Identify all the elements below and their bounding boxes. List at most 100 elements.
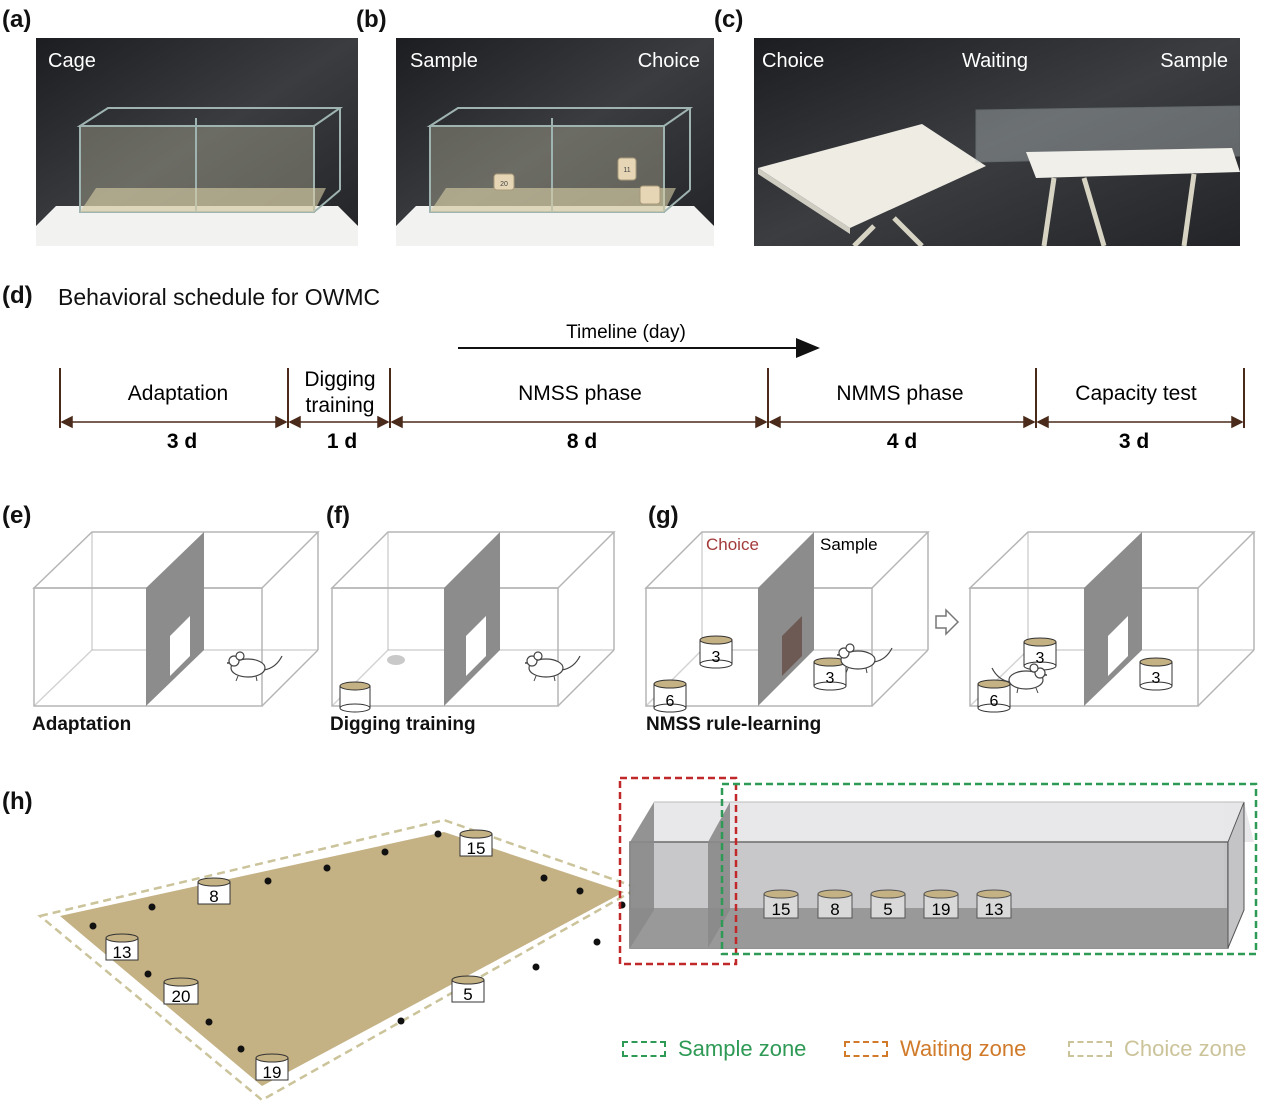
panel-label-f: (f): [326, 502, 350, 529]
panel-label-h: (h): [2, 788, 33, 815]
phase-name: Adaptation: [128, 382, 228, 405]
cup-choice-front: 6: [977, 679, 1011, 713]
cup-number: 11: [623, 167, 630, 174]
panel-label-e: (e): [2, 502, 32, 529]
cup-choice-back: 3: [699, 635, 733, 669]
svg-text:15: 15: [467, 839, 486, 858]
panel-label-b: (b): [356, 6, 387, 33]
box-adaptation: [32, 531, 320, 707]
panel-label-g: (g): [648, 502, 679, 529]
choice-cup: 15: [459, 829, 493, 858]
photo-caption-sample: Sample: [410, 50, 478, 72]
svg-text:8: 8: [830, 900, 839, 919]
phase-dividers: [59, 368, 1245, 428]
phase-spans: [60, 415, 1244, 429]
phase-name: Digging: [304, 368, 375, 391]
choice-cup: 13: [105, 933, 139, 962]
legend-swatch: [622, 1041, 666, 1057]
phase-name: training: [306, 394, 375, 417]
schedule-timeline: Timeline (day) Adaptation Digging traini…: [59, 322, 1245, 453]
photo-sample-choice: 20 11 Sample Choice: [396, 38, 714, 246]
svg-text:15: 15: [772, 900, 791, 919]
svg-text:3: 3: [826, 670, 835, 687]
phase-duration: 1 d: [327, 430, 357, 453]
photo-apparatus-art: [754, 38, 1240, 246]
cup-number: 20: [500, 181, 508, 188]
phase-duration: 3 d: [1119, 430, 1149, 453]
task-schematics: Choice Sample 3 6 3: [32, 531, 1256, 713]
svg-text:19: 19: [263, 1063, 282, 1082]
digging-cup: [339, 681, 371, 713]
choice-cup: 8: [197, 877, 231, 906]
phase-name: NMMS phase: [836, 382, 963, 405]
legend-text: Waiting zone: [900, 1036, 1027, 1061]
panel-label-a: (a): [2, 6, 32, 33]
sample-cup: 19: [923, 889, 959, 919]
box-nmss-choice: 3 6 3: [968, 531, 1256, 713]
photo-cage: Cage: [36, 38, 358, 246]
photo-sample-choice-art: 20 11: [396, 38, 714, 246]
svg-text:5: 5: [463, 985, 472, 1004]
photo-caption-choice: Choice: [637, 50, 700, 72]
next-step-arrow-icon: [935, 608, 960, 636]
legend-text: Sample zone: [678, 1036, 807, 1061]
phase-duration: 3 d: [167, 430, 197, 453]
legend-text: Choice zone: [1124, 1036, 1247, 1061]
svg-text:5: 5: [883, 900, 892, 919]
choice-label: Choice: [706, 535, 759, 554]
photo-caption-sample: Sample: [1160, 50, 1228, 72]
svg-text:20: 20: [172, 987, 191, 1006]
svg-text:13: 13: [985, 900, 1004, 919]
sample-cup: 8: [817, 889, 853, 919]
legend-choice-zone: Choice zone: [1068, 1036, 1246, 1062]
platform-holes: [89, 830, 626, 1053]
sample-cup: 15: [763, 889, 799, 919]
caption-nmss-rule-learning: NMSS rule-learning: [646, 714, 822, 735]
phase-name: NMSS phase: [518, 382, 642, 405]
cup-choice-back: 3: [1023, 637, 1057, 671]
waiting-zone-outline: [618, 776, 738, 966]
cup-sample: 3: [813, 657, 847, 691]
sample-zone-outline: [720, 782, 1258, 956]
sample-cup: 5: [870, 889, 906, 919]
photo-apparatus: Choice Waiting Sample: [754, 38, 1240, 246]
photo-caption: Cage: [48, 50, 96, 72]
svg-text:6: 6: [990, 693, 999, 710]
svg-text:3: 3: [1036, 650, 1045, 667]
cup-choice-front: 6: [653, 679, 687, 713]
phase-name: Capacity test: [1075, 382, 1197, 405]
sample-label: Sample: [820, 535, 878, 554]
choice-cup: 20: [163, 977, 199, 1006]
svg-text:3: 3: [1152, 670, 1161, 687]
choice-cup: 5: [451, 975, 485, 1004]
photo-caption-waiting: Waiting: [962, 50, 1028, 72]
legend-waiting-zone: Waiting zone: [844, 1036, 1026, 1062]
legend-sample-zone: Sample zone: [622, 1036, 806, 1062]
sample-cup: 13: [976, 889, 1012, 919]
svg-text:19: 19: [932, 900, 951, 919]
schedule-title: Behavioral schedule for OWMC: [58, 284, 381, 310]
panel-label-d: (d): [2, 282, 33, 309]
svg-text:6: 6: [666, 693, 675, 710]
phase-duration: 8 d: [567, 430, 597, 453]
panel-label-c: (c): [714, 6, 744, 33]
phase-duration: 4 d: [887, 430, 917, 453]
caption-digging-training: Digging training: [330, 714, 476, 735]
photo-caption-choice: Choice: [762, 50, 825, 72]
photo-cage-art: [36, 38, 358, 246]
legend-swatch: [1068, 1041, 1112, 1057]
timeline-label: Timeline (day): [566, 322, 686, 343]
svg-text:13: 13: [113, 943, 132, 962]
choice-platform: [60, 832, 624, 1086]
cup-sample: 3: [1139, 657, 1173, 691]
caption-adaptation: Adaptation: [32, 714, 132, 735]
choice-cup: 19: [255, 1053, 289, 1082]
legend-swatch: [844, 1041, 888, 1057]
choice-zone-outline: [37, 818, 642, 1102]
box-nmss-sample: Choice Sample 3 6 3: [644, 531, 930, 713]
svg-text:3: 3: [712, 649, 721, 666]
owmc-apparatus-diagram: 15 8 13 20 5 19 15: [37, 776, 1258, 1102]
svg-text:8: 8: [209, 887, 218, 906]
sample-track: [629, 801, 1254, 949]
box-digging-training: [330, 531, 616, 713]
